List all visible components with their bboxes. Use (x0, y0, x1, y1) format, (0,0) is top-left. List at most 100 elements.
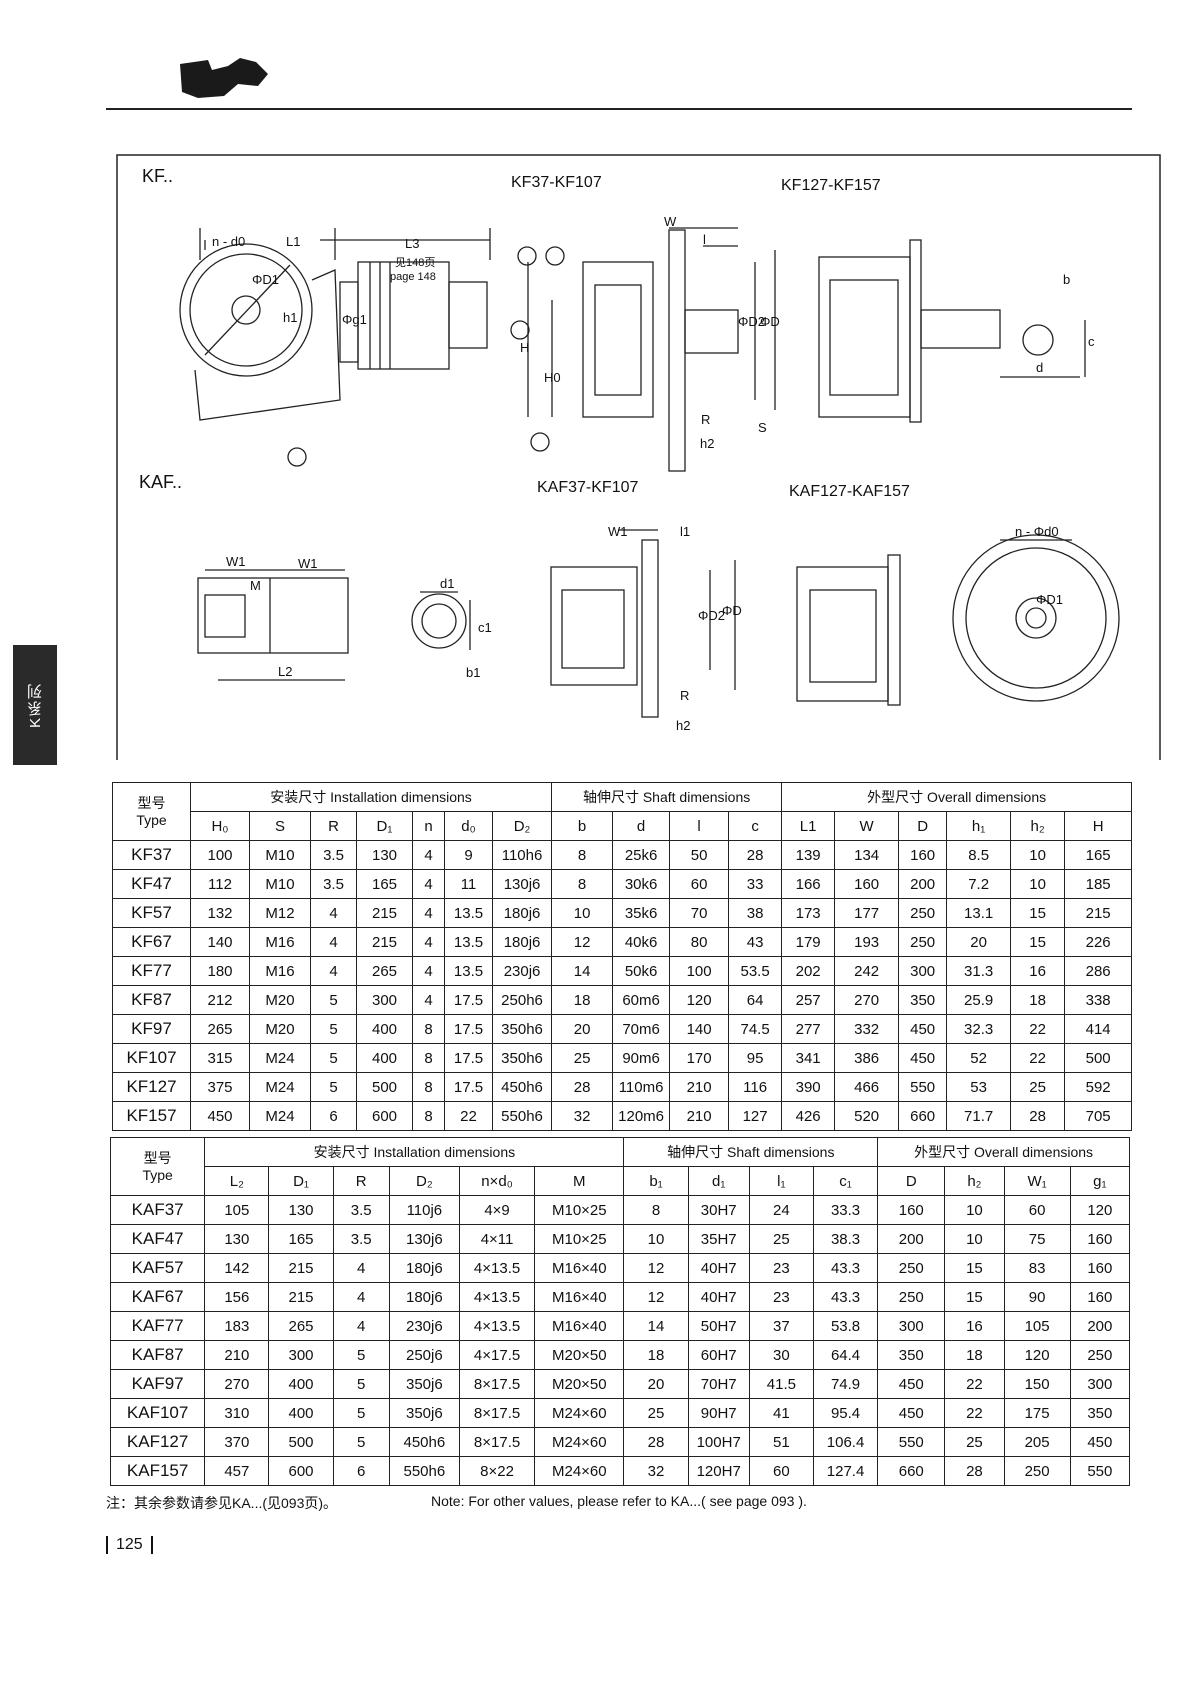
table-cell: 15 (1010, 927, 1066, 957)
column-header: D (898, 811, 948, 841)
table-cell: 4 (332, 1282, 390, 1312)
dim-key-d: d (1036, 360, 1043, 375)
table-cell: 4 (412, 898, 445, 928)
table-cell: 22 (944, 1398, 1005, 1428)
table-cell: 270 (834, 985, 900, 1015)
table-cell: M16 (249, 956, 311, 986)
table-cell: 140 (669, 1014, 730, 1044)
kf37-title: KF37-KF107 (511, 174, 602, 191)
table-cell: 10 (944, 1195, 1005, 1225)
table-cell: 160 (1069, 1224, 1131, 1254)
dim-c: c (1088, 334, 1095, 349)
table-cell: 40H7 (687, 1282, 750, 1312)
table-cell: 202 (781, 956, 836, 986)
table-cell: 550 (1069, 1456, 1131, 1486)
table-cell: 71.7 (946, 1101, 1012, 1131)
table-cell: 112 (190, 869, 250, 899)
table-cell: 370 (204, 1427, 270, 1457)
dim-l3: L3 (405, 236, 419, 251)
table-cell: 210 (204, 1340, 270, 1370)
table-cell: 70 (669, 898, 730, 928)
table-cell: 28 (551, 1072, 614, 1102)
column-header: c₁ (812, 1166, 879, 1196)
table-cell: 450 (877, 1398, 946, 1428)
table-cell: 10 (1010, 840, 1066, 870)
table-cell: 20 (946, 927, 1012, 957)
table-cell: 53.8 (812, 1311, 879, 1341)
table-cell: 38.3 (812, 1224, 879, 1254)
table-cell: 350 (877, 1340, 946, 1370)
table-cell: M10×25 (534, 1195, 625, 1225)
table-cell: 90 (1003, 1282, 1071, 1312)
table-cell: 13.1 (946, 898, 1012, 928)
column-header: D₁ (268, 1166, 334, 1196)
table-cell: 8×22 (458, 1456, 536, 1486)
table-cell: 215 (356, 927, 413, 957)
table-cell: M16×40 (534, 1282, 625, 1312)
table-cell: 156 (204, 1282, 270, 1312)
table-cell: 23 (748, 1282, 814, 1312)
table-cell: 16 (1010, 956, 1066, 986)
table-cell: 5 (310, 1014, 357, 1044)
table-cell: 200 (877, 1224, 946, 1254)
dim-w1-left: W1 (226, 554, 246, 569)
dim-l: l (703, 232, 706, 247)
table-cell: 17.5 (444, 985, 493, 1015)
table-cell: 23 (748, 1253, 814, 1283)
table-cell: 130 (204, 1224, 270, 1254)
dim-d1-shaft: d1 (440, 576, 454, 591)
table-cell: 30H7 (687, 1195, 750, 1225)
table-cell: 183 (204, 1311, 270, 1341)
dim-l1-front: l1 (680, 524, 690, 539)
table-cell: 120 (669, 985, 730, 1015)
dim-b: b (1063, 272, 1070, 287)
table-cell: 226 (1064, 927, 1133, 957)
table-cell: 8 (551, 869, 614, 899)
column-header: n×d₀ (458, 1166, 536, 1196)
table-cell: 100H7 (687, 1427, 750, 1457)
table-cell: 40k6 (612, 927, 671, 957)
column-header: d (612, 811, 671, 841)
column-header: h₂ (1010, 811, 1066, 841)
table-cell: 8 (412, 1043, 445, 1073)
table-cell: 215 (356, 898, 413, 928)
table-cell: 10 (551, 898, 614, 928)
table-cell: 70m6 (612, 1014, 671, 1044)
type-cell: KAF157 (109, 1456, 206, 1486)
table-cell: 8 (412, 1072, 445, 1102)
table-cell: 350 (898, 985, 948, 1015)
table-cell: 75 (1003, 1224, 1071, 1254)
table-cell: 450h6 (388, 1427, 460, 1457)
dim-l1: L1 (286, 234, 300, 249)
table-cell: 180j6 (388, 1253, 460, 1283)
table-cell: 300 (898, 956, 948, 986)
kf-series-label: KF.. (142, 166, 173, 186)
table-cell: 35k6 (612, 898, 671, 928)
column-header: g₁ (1069, 1166, 1131, 1196)
table-cell: 160 (1069, 1253, 1131, 1283)
table-cell: 7.2 (946, 869, 1012, 899)
dim-s: S (758, 420, 767, 435)
table-cell: 40H7 (687, 1253, 750, 1283)
column-header: M (534, 1166, 625, 1196)
table-cell: 400 (268, 1398, 334, 1428)
table-cell: 550h6 (491, 1101, 553, 1131)
table-cell: 10 (623, 1224, 689, 1254)
table-cell: 250 (1069, 1340, 1131, 1370)
table-cell: 520 (834, 1101, 900, 1131)
column-header: W₁ (1003, 1166, 1071, 1196)
table-cell: 300 (1069, 1369, 1131, 1399)
table-cell: 41.5 (748, 1369, 814, 1399)
table-cell: 450 (898, 1014, 948, 1044)
type-cell: KF47 (112, 869, 191, 899)
table-cell: 18 (944, 1340, 1005, 1370)
table-cell: 265 (268, 1311, 334, 1341)
dim-l2: L2 (278, 664, 292, 679)
column-header: D₁ (356, 811, 413, 841)
table-cell: 60 (669, 869, 730, 899)
